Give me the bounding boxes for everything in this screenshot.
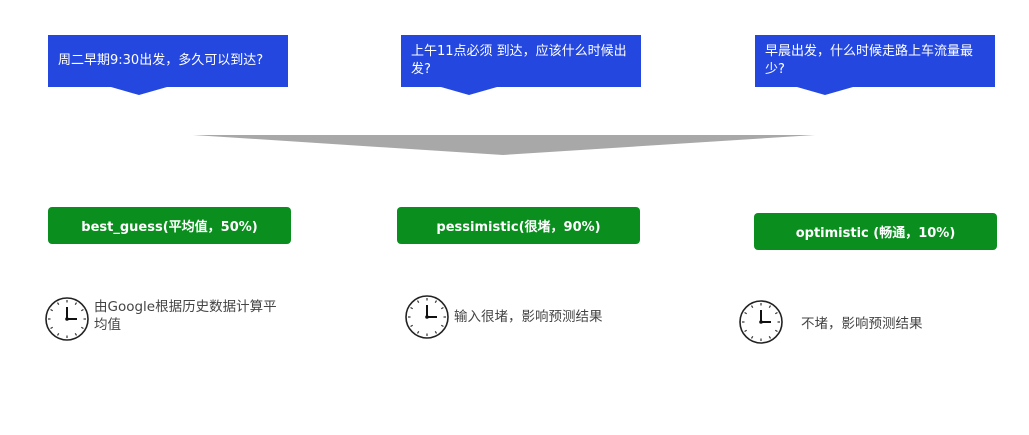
clock-tick [56, 302, 60, 306]
clock-tick [434, 330, 438, 334]
clock-tick [410, 306, 414, 310]
clock-center [65, 317, 69, 321]
clock-center [759, 320, 763, 324]
description-pessimistic: 输入很堵，影响预测结果 [454, 309, 603, 325]
clock-tick [74, 332, 78, 336]
clock-icon [45, 297, 89, 341]
description-optimistic: 不堵，影响预测结果 [801, 316, 923, 332]
bubble-tail [111, 87, 167, 95]
clock-tick [768, 335, 772, 339]
clock-tick [50, 308, 54, 312]
mode-optimistic: optimistic (畅通，10%) [754, 213, 997, 250]
bubble-tail [441, 87, 497, 95]
clock-icon [739, 300, 783, 344]
clock-center [425, 315, 429, 319]
clock-tick [744, 329, 748, 333]
clock-face [405, 295, 449, 339]
clock-tick [416, 300, 420, 304]
question-bubble-3: 早晨出发，什么时候走路上车流量最少? [755, 35, 995, 95]
mode-pessimistic: pessimistic(很堵，90%) [397, 207, 640, 244]
clock-tick [768, 305, 772, 309]
clock-tick [440, 324, 444, 328]
mode-label-best-guess: best_guess(平均值，50%) [81, 220, 258, 235]
clock-tick [50, 326, 54, 330]
clock-tick [774, 329, 778, 333]
clock-icon [405, 295, 449, 339]
bubble-tail [797, 87, 853, 95]
clock-tick [80, 326, 84, 330]
clock-tick [434, 300, 438, 304]
mode-label-optimistic: optimistic (畅通，10%) [795, 226, 956, 241]
clock-tick [56, 332, 60, 336]
clock-tick [744, 311, 748, 315]
mode-label-pessimistic: pessimistic(很堵，90%) [436, 220, 601, 235]
clock-tick [750, 335, 754, 339]
funnel-arrow-shape [193, 135, 815, 155]
clock-tick [440, 306, 444, 310]
clock-tick [750, 305, 754, 309]
clock-face [45, 297, 89, 341]
description-best-guess: 由Google根据历史数据计算平均值 [94, 299, 277, 333]
clock-tick [80, 308, 84, 312]
question-bubble-1: 周二早期9:30出发，多久可以到达? [48, 35, 288, 95]
clock-tick [74, 302, 78, 306]
clock-tick [774, 311, 778, 315]
clock-tick [410, 324, 414, 328]
clock-face [739, 300, 783, 344]
question-bubble-2: 上午11点必须 到达，应该什么时候出发? [401, 35, 641, 95]
clock-tick [416, 330, 420, 334]
mode-best-guess: best_guess(平均值，50%) [48, 207, 291, 244]
question-text-1: 周二早期9:30出发，多久可以到达? [58, 53, 264, 68]
question-text-3: 早晨出发，什么时候走路上车流量最少? [765, 44, 974, 77]
question-text-2: 上午11点必须 到达，应该什么时候出发? [411, 44, 627, 77]
